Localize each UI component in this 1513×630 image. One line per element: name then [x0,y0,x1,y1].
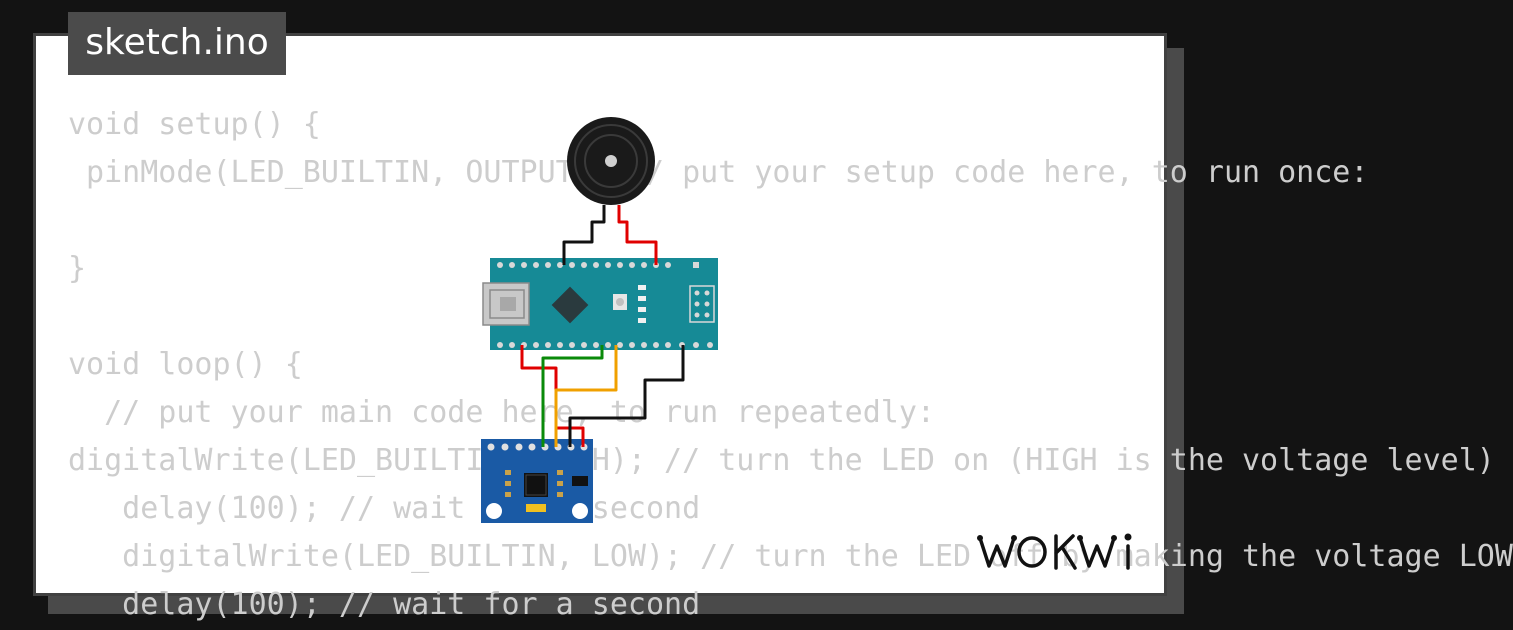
usb-connector [482,282,530,326]
code-line: // put your main code here, to run repea… [68,395,935,430]
arduino-nano-board[interactable] [482,258,718,350]
buzzer[interactable] [567,117,655,205]
reset-button[interactable] [613,294,627,310]
circuit-diagram [481,117,718,523]
mpu6050-sensor[interactable] [481,439,593,523]
code-line: void setup() { [68,107,321,142]
icsp-header [689,285,715,323]
bottom-header-pins [497,342,713,348]
file-tab[interactable]: sketch.ino [68,12,286,75]
code-line: delay(100); // wait for a second [68,587,701,622]
wokwi-logo [977,533,1132,570]
wires [520,205,685,447]
code-line: } [68,251,87,286]
microcontroller-chip [551,286,589,324]
status-leds [638,285,646,323]
file-tab-label: sketch.ino [85,22,269,63]
code-line: void loop() { [68,347,303,382]
